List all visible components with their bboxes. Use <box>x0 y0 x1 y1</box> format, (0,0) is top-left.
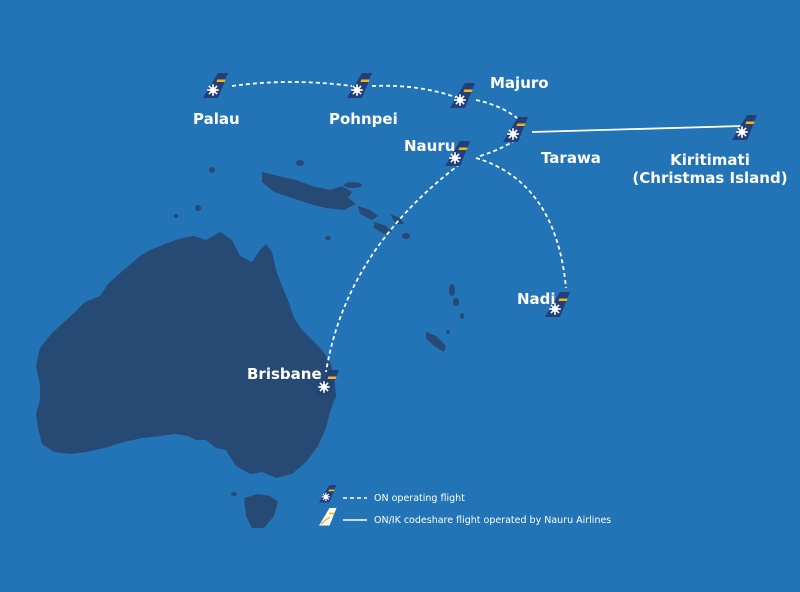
solomon-island <box>374 222 392 234</box>
pacific-island <box>195 205 201 211</box>
legend-operating-label: ON operating flight <box>374 493 465 504</box>
route-pohnpei-majuro <box>371 84 459 99</box>
new-guinea <box>262 172 356 210</box>
legend-codeshare-label: ON/IK codeshare flight operated by Nauru… <box>374 515 611 526</box>
route-nauru-tarawa <box>479 135 521 157</box>
city-label-kiritimati: Kiritimati <box>670 151 750 169</box>
solomon-island <box>402 233 410 239</box>
city-label-kiritimati-subtitle: (Christmas Island) <box>632 169 787 187</box>
australia-landmass <box>36 232 336 478</box>
pacific-island <box>209 167 215 173</box>
vanuatu-island <box>449 284 455 296</box>
pacific-island <box>446 330 450 334</box>
vanuatu-island <box>460 313 464 319</box>
vanuatu-island <box>453 298 459 306</box>
pacific-island <box>325 236 331 240</box>
new-caledonia <box>426 332 446 352</box>
new-ireland <box>344 182 362 188</box>
pacific-island <box>296 160 304 166</box>
city-label-pohnpei: Pohnpei <box>329 110 398 128</box>
pacific-island <box>231 492 237 496</box>
route-nauru-brisbane <box>325 163 461 373</box>
map-legend: ON operating flight ON/IK codeshare flig… <box>318 485 611 526</box>
solomon-island <box>390 214 404 224</box>
city-label-tarawa: Tarawa <box>541 149 601 167</box>
new-britain <box>330 186 352 198</box>
city-label-nauru: Nauru <box>404 137 455 155</box>
city-label-palau: Palau <box>193 110 240 128</box>
city-label-nadi: Nadi <box>517 290 556 308</box>
flight-routes <box>231 81 743 373</box>
route-nauru-nadi <box>475 157 567 289</box>
solomon-island <box>358 206 378 220</box>
pacific-island <box>174 214 178 218</box>
route-tarawa-kiritimati <box>531 125 743 133</box>
codeshare-tail-icon <box>319 508 337 526</box>
city-label-brisbane: Brisbane <box>247 365 322 383</box>
city-label-majuro: Majuro <box>490 74 549 92</box>
tasmania <box>244 494 278 528</box>
route-palau-pohnpei <box>231 81 353 87</box>
